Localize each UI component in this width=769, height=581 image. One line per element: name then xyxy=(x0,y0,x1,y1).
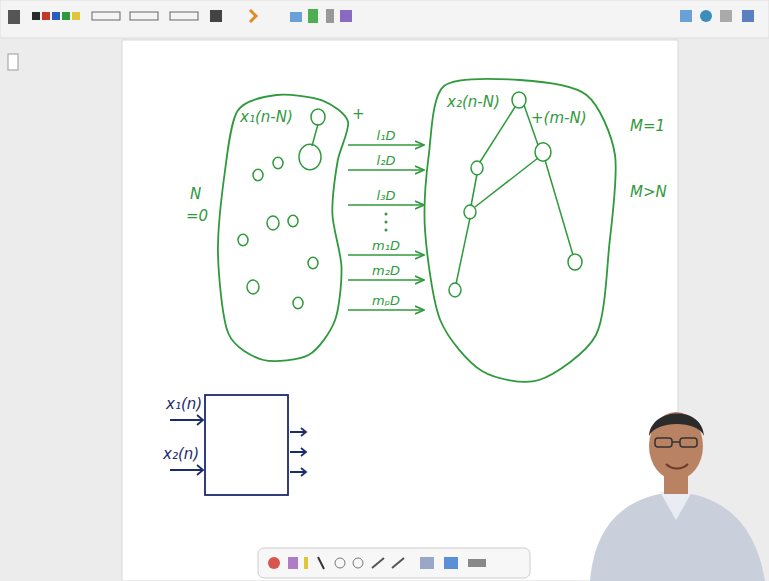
annotation: x₁(n) xyxy=(166,396,202,413)
text-slot: x₁(n-N) xyxy=(240,109,293,126)
edge-label: l₁D xyxy=(376,129,397,143)
blob-outline xyxy=(218,95,348,360)
state-circle xyxy=(273,157,283,169)
edge-label-slot: mₚD xyxy=(371,294,401,308)
delay-arrow xyxy=(348,169,424,171)
blob-path xyxy=(425,79,616,382)
tree-branch xyxy=(480,107,515,162)
state-circle xyxy=(568,254,582,270)
region-label: x₁(n-N) xyxy=(240,109,293,126)
region-label: x₂(n-N) xyxy=(447,94,500,111)
label-slot: x₁(n) xyxy=(166,396,202,413)
region-blob: x₂(n-N) +(m-N) xyxy=(425,80,615,380)
label-slot: + xyxy=(352,106,365,123)
text-slot: x₂(n-N) xyxy=(447,94,500,111)
edge-label: m₁D xyxy=(371,239,401,253)
label-slot: M>N xyxy=(630,184,667,201)
state-circle xyxy=(449,283,461,297)
state-circle xyxy=(464,205,476,219)
state-circle xyxy=(299,144,321,169)
region-label: +(m-N) xyxy=(531,110,587,127)
edge-label: m₂D xyxy=(371,264,401,278)
tree-branch xyxy=(475,158,538,207)
edge-label-slot: l₂D xyxy=(376,154,397,168)
state-circle xyxy=(247,280,259,294)
edge-label: l₂D xyxy=(376,154,397,168)
edge-label: l₃D xyxy=(376,189,397,203)
state-circle xyxy=(288,215,298,227)
state-circle xyxy=(311,109,325,125)
tree-branch xyxy=(545,160,573,255)
edge-label: mₚD xyxy=(371,294,401,308)
annotation: x₂(n) xyxy=(163,446,199,463)
region-blob: x₁(n-N) xyxy=(218,95,348,360)
delay-arrow xyxy=(348,144,424,146)
label-slot: =0 xyxy=(186,208,208,225)
delay-arrow xyxy=(348,254,424,256)
delay-arrow xyxy=(348,204,424,206)
state-circle xyxy=(512,92,526,108)
annotation: + xyxy=(352,106,365,123)
bottom-toolbar xyxy=(258,548,530,578)
label-slot: x₂(n) xyxy=(163,446,199,463)
annotation: M=1 xyxy=(630,118,665,135)
side-panel-icon xyxy=(8,54,18,70)
annotation: N xyxy=(190,186,201,203)
state-circle xyxy=(535,143,551,161)
state-circle xyxy=(293,297,303,309)
tree-branch xyxy=(456,218,470,284)
tree-branch xyxy=(471,174,477,206)
tree-branch xyxy=(312,124,318,146)
delay-arrow xyxy=(348,279,424,281)
ellipsis-dots xyxy=(385,213,388,232)
state-circle xyxy=(267,216,279,230)
label-slot: M=1 xyxy=(630,118,665,135)
canvas-page xyxy=(122,40,678,581)
annotation: M>N xyxy=(630,184,667,201)
label-slot: N xyxy=(190,186,201,203)
edge-label-slot: l₃D xyxy=(376,189,397,203)
delay-arrow xyxy=(348,309,424,311)
text-slot: +(m-N) xyxy=(531,110,587,127)
edge-label-slot: m₁D xyxy=(371,239,401,253)
edge-label-slot: l₁D xyxy=(376,129,397,143)
state-circle xyxy=(471,161,483,175)
blob-path xyxy=(218,95,348,361)
state-circle xyxy=(253,169,263,181)
annotation: =0 xyxy=(186,208,208,225)
state-circle xyxy=(238,234,248,246)
edge-label-slot: m₂D xyxy=(371,264,401,278)
presenter-video xyxy=(590,412,765,581)
top-toolbar xyxy=(0,0,769,38)
state-circle xyxy=(308,257,318,269)
